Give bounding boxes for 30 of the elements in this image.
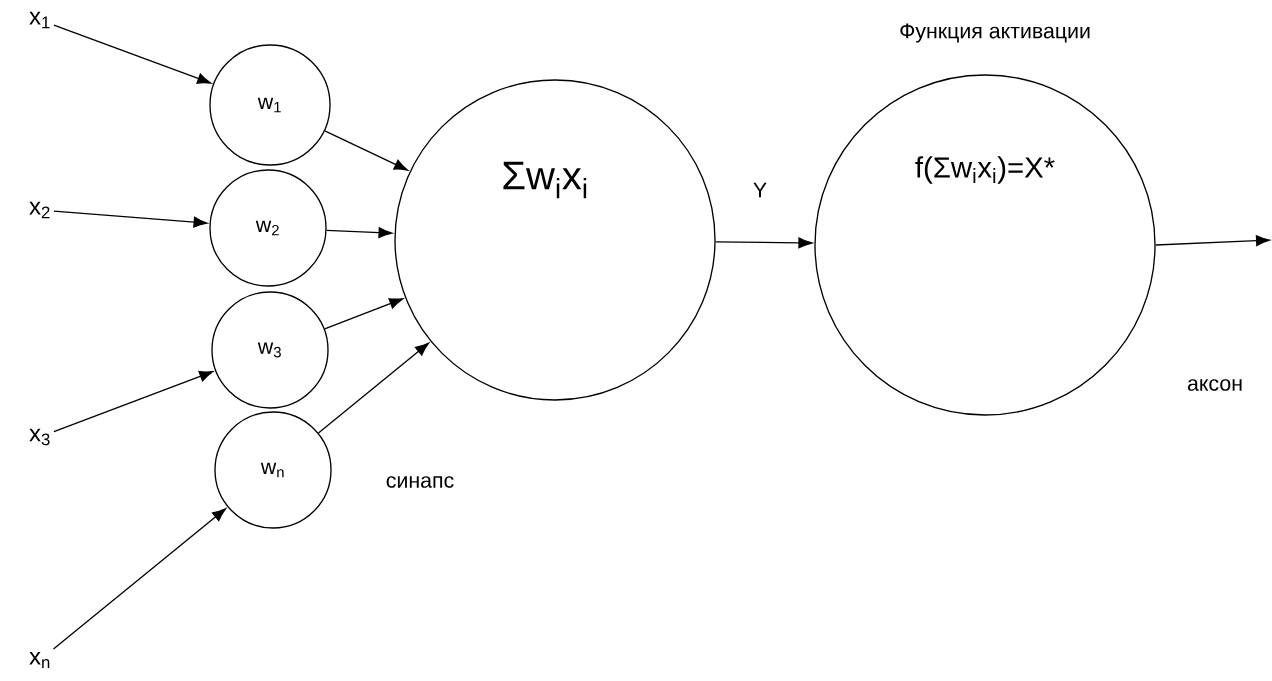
input-label: x$_{1}$ <box>29 11 50 29</box>
arrow <box>52 508 227 650</box>
input-label: x$_{n}$ <box>29 651 50 669</box>
arrow <box>324 130 408 171</box>
arrow <box>53 210 208 228</box>
arrow <box>324 298 404 330</box>
neuron-circle <box>214 411 332 529</box>
neuron-circle <box>209 44 331 166</box>
node-text: w$_{1}$ <box>257 97 281 113</box>
arrow <box>325 227 393 239</box>
arrow <box>317 342 430 434</box>
node-heading: Функция активации <box>900 23 1090 43</box>
neuron-circle <box>209 169 327 287</box>
arrow <box>715 237 813 249</box>
node-text: f(Σw$_{i}$x$_{i}$)=X* <box>915 156 1055 184</box>
node-text: w$_{n}$ <box>260 462 284 478</box>
annotation: синапс <box>386 476 454 488</box>
neuron-circle <box>394 79 716 401</box>
arrow <box>53 371 214 433</box>
edge-label: Y <box>750 180 770 200</box>
arrow <box>1155 235 1270 247</box>
arrow <box>53 24 212 84</box>
input-label: x$_{2}$ <box>29 201 50 219</box>
node-text: Σw$_{i}$x$_{i}$ <box>503 161 587 199</box>
input-label: x$_{3}$ <box>29 428 50 446</box>
annotation: аксон <box>1187 379 1242 391</box>
node-text: w$_{3}$ <box>257 342 281 358</box>
neuron-circle <box>211 291 329 409</box>
neuron-circle <box>814 23 1156 416</box>
node-text: w$_{2}$ <box>255 220 279 236</box>
